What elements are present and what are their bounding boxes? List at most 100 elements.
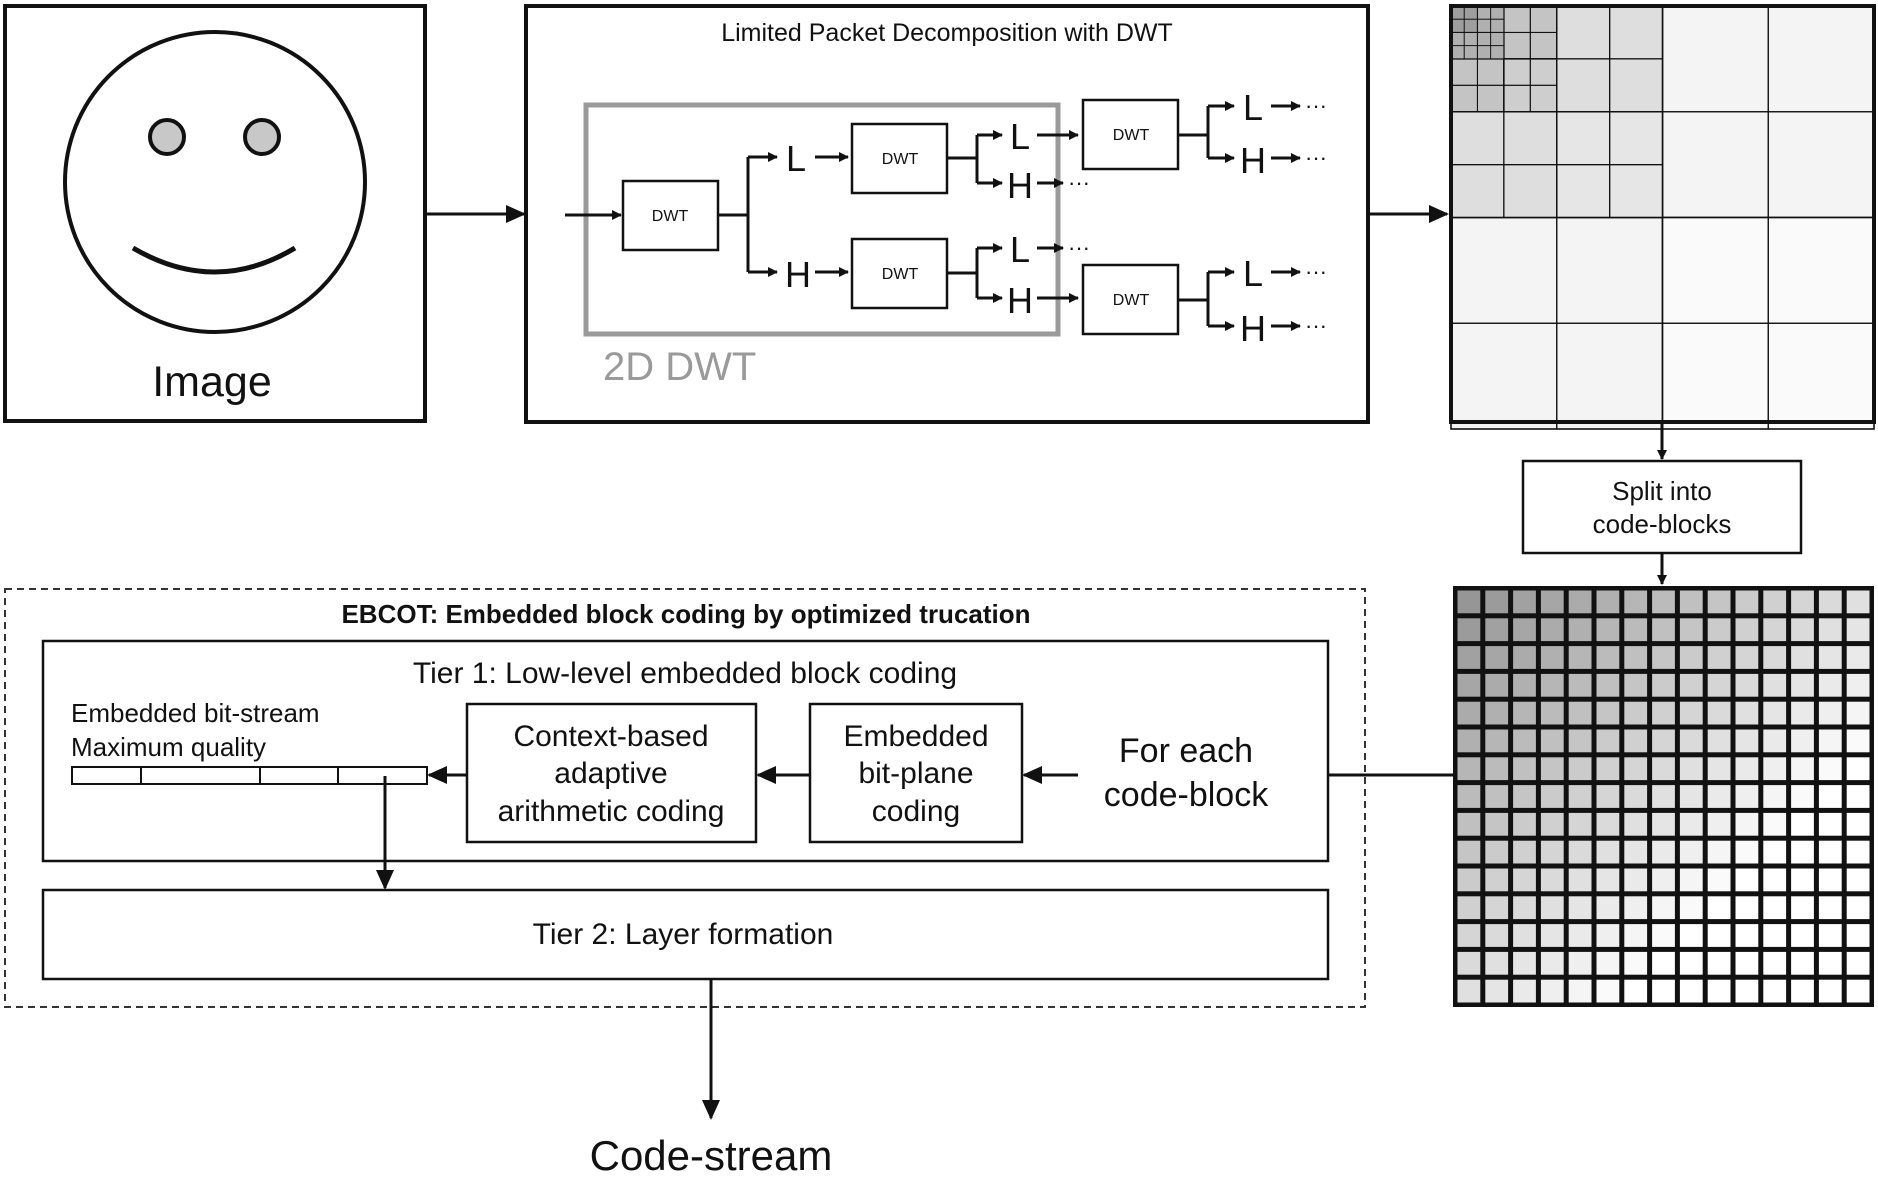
continuation-2: ··· [1068,235,1090,260]
code-block-cell [1624,701,1648,725]
code-block-cell [1485,590,1509,614]
code-block-cell [1763,840,1787,864]
code-block-cell [1624,979,1648,1003]
code-block-cell [1763,785,1787,808]
code-block-cell [1707,785,1731,808]
code-block-cell [1791,979,1814,1003]
code-block-cell [1513,618,1536,642]
code-block-cell [1596,924,1620,947]
dwt-module-5-label: DWT [1113,292,1150,309]
2d-dwt-group-box [583,102,1061,337]
code-block-cell [1846,924,1870,947]
code-block-cell [1596,618,1620,642]
continuation-5: ··· [1305,259,1327,284]
code-block-cell [1652,729,1675,753]
code-block-cell [1707,951,1731,975]
dwt-module-4-label: DWT [1113,127,1150,144]
code-block-cell [1513,951,1536,975]
code-block-cell [1679,729,1703,753]
code-block-cell [1652,646,1675,669]
code-block-cell [1652,590,1675,614]
code-block-cell [1791,868,1814,892]
code-block-cell [1624,590,1648,614]
code-block-cell [1596,701,1620,725]
code-block-cell [1513,701,1536,725]
code-block-cell [1624,673,1648,697]
continuation-6: ··· [1305,313,1327,338]
subband-subtile [1529,84,1558,113]
code-block-cell [1596,785,1620,808]
code-block-cell [1457,729,1481,753]
code-block-cell [1679,924,1703,947]
dwt-h-label-2: H [1007,165,1033,206]
code-block-cell [1818,812,1842,836]
split-line-1: Split into [1612,476,1712,506]
code-block-cell [1707,812,1731,836]
subband-subtile [1609,164,1664,219]
code-block-cell [1568,701,1592,725]
code-block-cell [1485,646,1509,669]
code-block-cell [1735,590,1759,614]
code-block-cell [1568,868,1592,892]
code-block-cell [1679,868,1703,892]
dwt-branch-lines [718,101,1301,331]
code-block-cell [1624,785,1648,808]
code-block-cell [1568,618,1592,642]
code-block-cell [1624,757,1648,781]
code-block-cell [1596,757,1620,781]
code-block-cell [1846,868,1870,892]
code-block-cell [1513,812,1536,836]
dwt-module-3-label: DWT [882,266,919,283]
code-block-cell [1679,979,1703,1003]
code-block-cell [1846,646,1870,669]
continuation-1: ··· [1068,170,1090,195]
context-box-line-2: adaptive [554,757,667,790]
dwt-module-5: DWT [1081,263,1180,336]
dwt-h-label-5: H [1240,308,1266,349]
subband-decomposition-grid [1449,4,1876,430]
ebcot-block: EBCOT: Embedded block coding by optimize… [4,588,1366,1008]
code-block-cell [1457,951,1481,975]
code-block-cell [1791,646,1814,669]
code-block-cell [1568,673,1592,697]
dwt-l-label-1: L [786,138,806,179]
code-block-cell [1652,840,1675,864]
code-block-cell [1735,618,1759,642]
code-block-cell [1513,868,1536,892]
code-block-cell [1596,729,1620,753]
code-block-cell [1540,896,1564,920]
code-block-cell [1540,840,1564,864]
code-block-cell [1485,951,1509,975]
tier2-title: Tier 2: Layer formation [533,918,834,951]
code-block-cell [1818,646,1842,669]
code-block-cell [1457,618,1481,642]
code-block-cell [1791,757,1814,781]
code-block-cell [1568,785,1592,808]
code-block-cell [1735,673,1759,697]
code-block-cell [1679,896,1703,920]
code-block-cell [1568,896,1592,920]
code-block-cell [1540,979,1564,1003]
dwt-module-3: DWT [850,237,949,310]
code-block-cell [1846,840,1870,864]
code-block-cell [1652,979,1675,1003]
code-block-cell [1513,590,1536,614]
code-block-cell [1763,673,1787,697]
code-stream-label: Code-stream [590,1132,833,1178]
code-block-cell [1652,896,1675,920]
code-block-cell [1791,896,1814,920]
code-block-cell [1513,646,1536,669]
code-block-cell [1707,729,1731,753]
continuation-4: ··· [1305,145,1327,170]
code-block-cell [1540,618,1564,642]
code-block-cell [1540,757,1564,781]
code-block-cell [1457,979,1481,1003]
code-block-cell [1735,951,1759,975]
dwt-module-1: DWT [621,179,720,252]
code-block-cell [1624,868,1648,892]
code-block-cell [1763,618,1787,642]
bitstream-bar [71,766,428,785]
code-block-cell [1457,757,1481,781]
code-block-cell [1763,729,1787,753]
